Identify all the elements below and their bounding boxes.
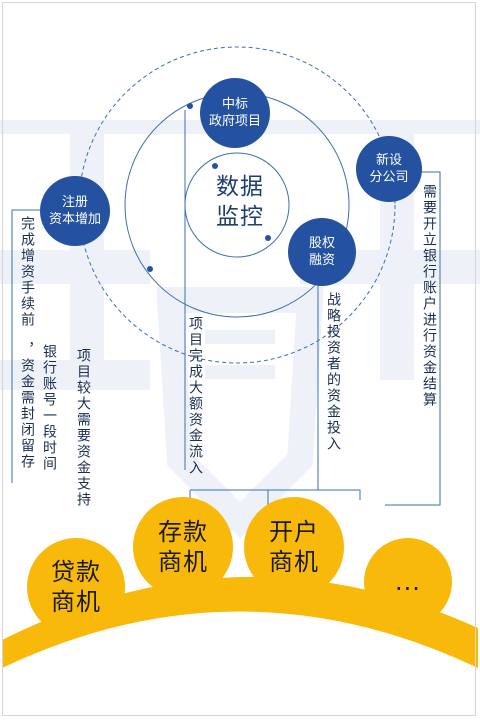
bubble-deposit-line1: 存款 <box>158 518 208 546</box>
bubble-more-label: ... <box>395 568 421 596</box>
node-tender-line1: 中标 <box>221 97 248 112</box>
hub-line2: 监控 <box>216 204 264 230</box>
node-newco-line1: 新设 <box>375 153 402 168</box>
node-equity-line2: 融资 <box>308 253 335 268</box>
note-equity: 战略投资者的资金投入 <box>325 292 341 452</box>
node-tender-line2: 政府项目 <box>208 114 261 129</box>
ring-dot <box>212 163 218 169</box>
bubble-account-line2: 商机 <box>269 548 319 576</box>
bubble-account-line1: 开户 <box>269 518 319 546</box>
note-newco: 需要开立银行账户进行资金结算 <box>421 184 437 408</box>
node-equity: 股权 融资 <box>288 218 356 286</box>
note-tender-col1: 项目较大需要资金支持 <box>75 348 91 508</box>
node-capital-line2: 资本增加 <box>48 212 101 227</box>
hub-line1: 数据 <box>216 174 264 200</box>
bubble-loan-line2: 商机 <box>51 588 101 616</box>
hub-label: 数据 监控 <box>195 172 285 232</box>
note-capital-col2: ，资金需封闭留存 <box>19 342 35 470</box>
note-tender-col2: 项目完成大额资金流入 <box>187 316 203 476</box>
note-capital-col3: 银行账号一段时间 <box>41 344 57 472</box>
note-capital-col1: 完成增资手续前 <box>19 216 35 328</box>
bubble-loan-line1: 贷款 <box>51 558 101 586</box>
node-tender: 中标 政府项目 <box>200 78 270 148</box>
ring-dot <box>187 103 193 109</box>
bubble-loan: 贷款 商机 <box>27 538 125 636</box>
node-capital-line1: 注册 <box>61 195 88 210</box>
node-capital: 注册 资本增加 <box>40 176 110 246</box>
ring-dot <box>265 235 271 241</box>
bubble-deposit-line2: 商机 <box>158 548 208 576</box>
outer-ring <box>78 46 396 364</box>
node-newco: 新设 分公司 <box>356 136 422 202</box>
bubble-account: 开户 商机 <box>244 497 344 597</box>
ring-dot <box>147 266 153 272</box>
node-equity-line1: 股权 <box>308 236 335 251</box>
bubble-more: ... <box>364 538 452 626</box>
node-newco-line2: 分公司 <box>369 170 409 185</box>
bubble-deposit: 存款 商机 <box>133 497 233 597</box>
